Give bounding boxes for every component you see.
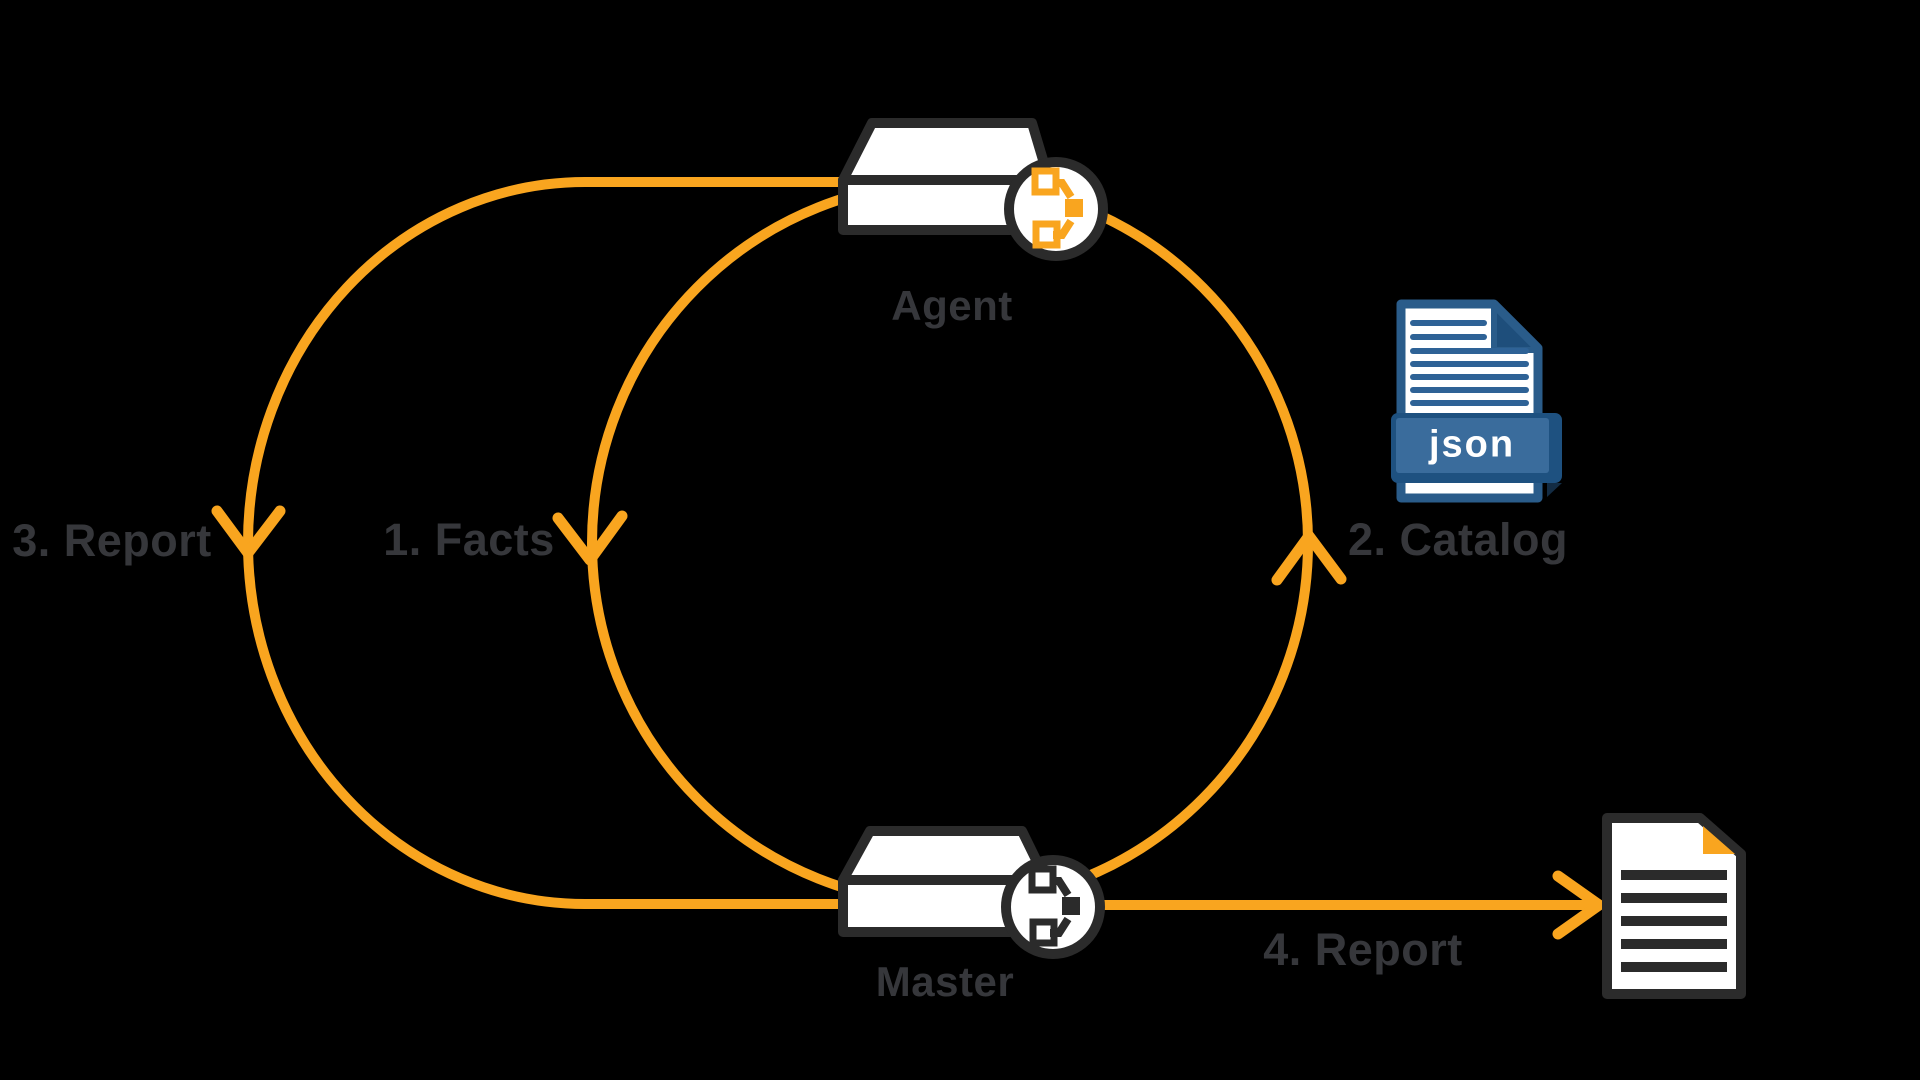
json-band-wrap	[1547, 483, 1562, 497]
facts-arrowhead-icon	[552, 510, 628, 566]
master-server-icon	[838, 826, 1105, 959]
puppet-link-bottom	[1053, 218, 1075, 239]
puppet-link-top	[1053, 179, 1075, 200]
puppet-link-top	[1050, 877, 1072, 898]
document-page	[1602, 813, 1746, 999]
puppet-hub	[1065, 199, 1083, 217]
report-arrowhead-icon	[211, 505, 286, 559]
report-out-line	[1050, 870, 1605, 940]
facts-label: 1. Facts	[383, 514, 555, 565]
puppet-logo-icon	[1031, 167, 1083, 249]
report-out-arrowhead-icon	[1552, 870, 1605, 940]
master-label: Master	[875, 958, 1015, 1005]
agent-server-top	[838, 118, 1054, 185]
puppet-logo-icon	[1028, 865, 1080, 947]
json-badge-label: json	[1428, 423, 1516, 466]
agent-server-icon	[838, 118, 1108, 261]
json-band	[1396, 418, 1549, 473]
catalog-arrowhead-icon	[1271, 530, 1347, 586]
puppet-hub	[1062, 897, 1080, 915]
report-loop-label: 3. Report	[12, 515, 212, 566]
report-out-label: 4. Report	[1263, 924, 1463, 975]
agent-label: Agent	[891, 282, 1013, 329]
report-document-icon	[1602, 813, 1746, 999]
json-page-fold	[1491, 303, 1541, 353]
report-loop-curve	[243, 177, 848, 909]
json-file-icon	[1391, 299, 1562, 503]
puppet-link-bottom	[1050, 916, 1072, 937]
report-loop	[211, 177, 848, 909]
document-fold	[1703, 826, 1735, 854]
catalog-label: 2. Catalog	[1347, 514, 1569, 565]
